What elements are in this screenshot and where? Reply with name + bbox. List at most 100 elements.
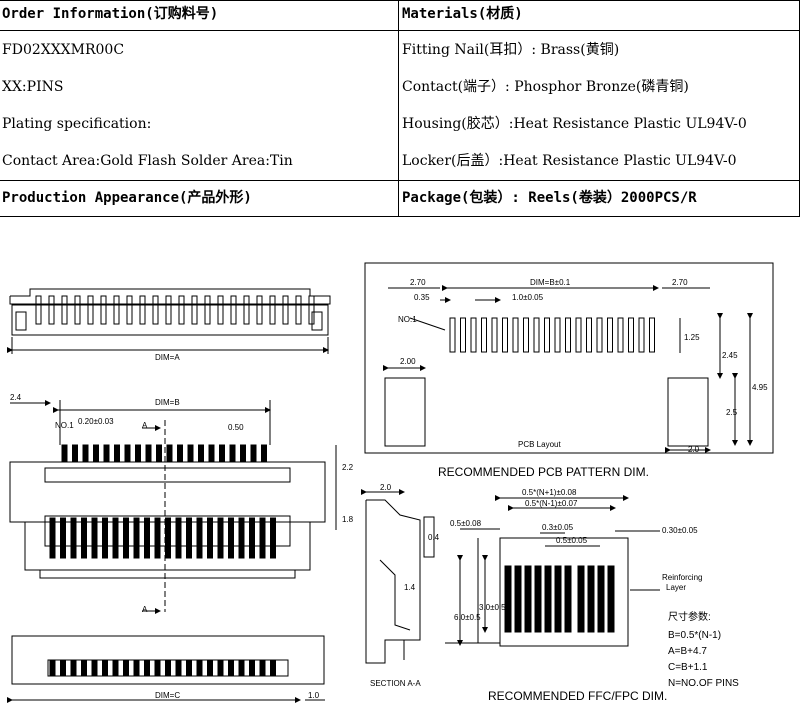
order-info-header: Order Information(订购料号) (2, 6, 219, 22)
frontpins-item (229, 444, 236, 463)
pcb-495-label: 4.95 (752, 383, 768, 392)
botpins-item (91, 659, 98, 677)
botpins-item (102, 659, 108, 677)
botpins-item (207, 659, 213, 677)
toppins-item (113, 295, 120, 325)
frontpins-item (61, 444, 68, 463)
toppins-item (256, 295, 263, 325)
pcb-270-left-label: 2.70 (410, 278, 426, 287)
frontpins-item (217, 517, 224, 559)
ffcstripes-item (524, 565, 532, 633)
toppins-item (87, 295, 94, 325)
package-header: Package(包装）: Reels(卷装）2000PCS/R (402, 190, 697, 206)
section-label: SECTION A-A (370, 679, 421, 688)
contact-area: Contact Area:Gold Flash Solder Area:Tin (2, 153, 293, 169)
toppins-item (295, 295, 302, 325)
layer-label: Layer (666, 583, 686, 592)
frontpins-item (196, 517, 203, 559)
toppins-item (269, 295, 276, 325)
frontpins-item (82, 444, 89, 463)
frontpins-item (177, 444, 183, 463)
params-title: 尺寸参数: (668, 610, 711, 623)
pcb-no1-label: NO.1 (398, 315, 417, 324)
reinforcing-label: Reinforcing (662, 573, 702, 582)
toppins-item (243, 295, 250, 325)
ffc-03-label: 0.3±0.05 (542, 523, 574, 532)
frontpins-item (156, 444, 162, 463)
botpins-item (60, 659, 66, 677)
pcbpads-item (617, 317, 624, 353)
frontpins-item (198, 444, 204, 463)
table-border-top (0, 0, 800, 1)
ffcstripes-item (607, 565, 615, 633)
toppins-item (204, 295, 211, 325)
pcb-200-label: 2.00 (400, 357, 416, 366)
botpins-item (217, 659, 224, 677)
frontpins-item (175, 517, 182, 559)
no1-label: NO.1 (55, 421, 74, 430)
production-header: Production Appearance(产品外形) (2, 190, 252, 206)
botpins-item (70, 659, 77, 677)
botpins-item (144, 659, 150, 677)
frontpins-item (123, 517, 129, 559)
pcb-270-right-label: 2.70 (672, 278, 688, 287)
frontpins-item (270, 517, 276, 559)
materials-header: Materials(材质) (402, 6, 523, 22)
botpins-item (228, 659, 234, 677)
frontpins-item (124, 444, 131, 463)
toppins-item (230, 295, 237, 325)
frontpins-item (114, 444, 120, 463)
ffcstripes-item (577, 565, 585, 633)
frontpins-item (145, 444, 152, 463)
botpins-item (81, 659, 87, 677)
toppins-item (100, 295, 107, 325)
pcbpads-item (544, 317, 550, 353)
toppins-item (217, 295, 224, 325)
ffcstripes-item (504, 565, 512, 633)
param-a: A=B+4.7 (668, 646, 707, 657)
toppins-item (74, 295, 81, 325)
frontpins-item (219, 444, 225, 463)
ffc-60-label: 6.0±0.5 (454, 613, 481, 622)
frontpins-item (261, 444, 267, 463)
pcb-layout (364, 262, 774, 454)
technical-drawing: DIM=A 2.4 DIM=B NO.1 0.20±0.03 0.50 A A … (7, 262, 774, 703)
pcbpads-item (470, 317, 477, 353)
locker-material: Locker(后盖）:Heat Resistance Plastic UL94V… (402, 153, 737, 169)
dim-a-label: DIM=A (155, 353, 180, 362)
frontpins-item (93, 444, 99, 463)
frontpins-item (259, 517, 266, 559)
pcbpads-item (481, 317, 487, 353)
botpins-item (196, 659, 203, 677)
section-a-top-label: A (142, 421, 148, 430)
botpins-item (154, 659, 161, 677)
frontpins-item (112, 517, 119, 559)
pcb-10-label: 1.0±0.05 (512, 293, 544, 302)
pcbpads-item (533, 317, 540, 353)
pcbpads-item (512, 317, 519, 353)
frontpins-item (91, 517, 98, 559)
pcb-035-label: 0.35 (414, 293, 430, 302)
table-divider (0, 180, 800, 181)
ffcstripes-item (587, 565, 595, 633)
frontpins-item (240, 444, 246, 463)
pcb-20-label: 2.0 (688, 445, 700, 454)
frontpins-item (133, 517, 140, 559)
pcbpads-item (575, 317, 582, 353)
botpins-item (123, 659, 129, 677)
ffc-05b-label: 0.5±0.05 (556, 536, 588, 545)
pcbpads-item (491, 317, 498, 353)
pcb-25-label: 2.5 (726, 408, 738, 417)
connector-bottom-view (7, 635, 325, 703)
param-b: B=0.5*(N-1) (668, 630, 721, 641)
ffc-nm1-label: 0.5*(N-1)±0.07 (525, 499, 578, 508)
pcb-layout-label: PCB Layout (518, 440, 561, 449)
connector-front-view (9, 400, 337, 614)
ffcstripes-item (564, 565, 572, 633)
pcbpads-item (649, 317, 655, 353)
frontpins-item (228, 517, 234, 559)
botpins-item (259, 659, 266, 677)
pcb-125-label: 1.25 (684, 333, 700, 342)
ffc-30-label: 3.0±0.5 (479, 603, 506, 612)
ffcstripes-item (597, 565, 605, 633)
